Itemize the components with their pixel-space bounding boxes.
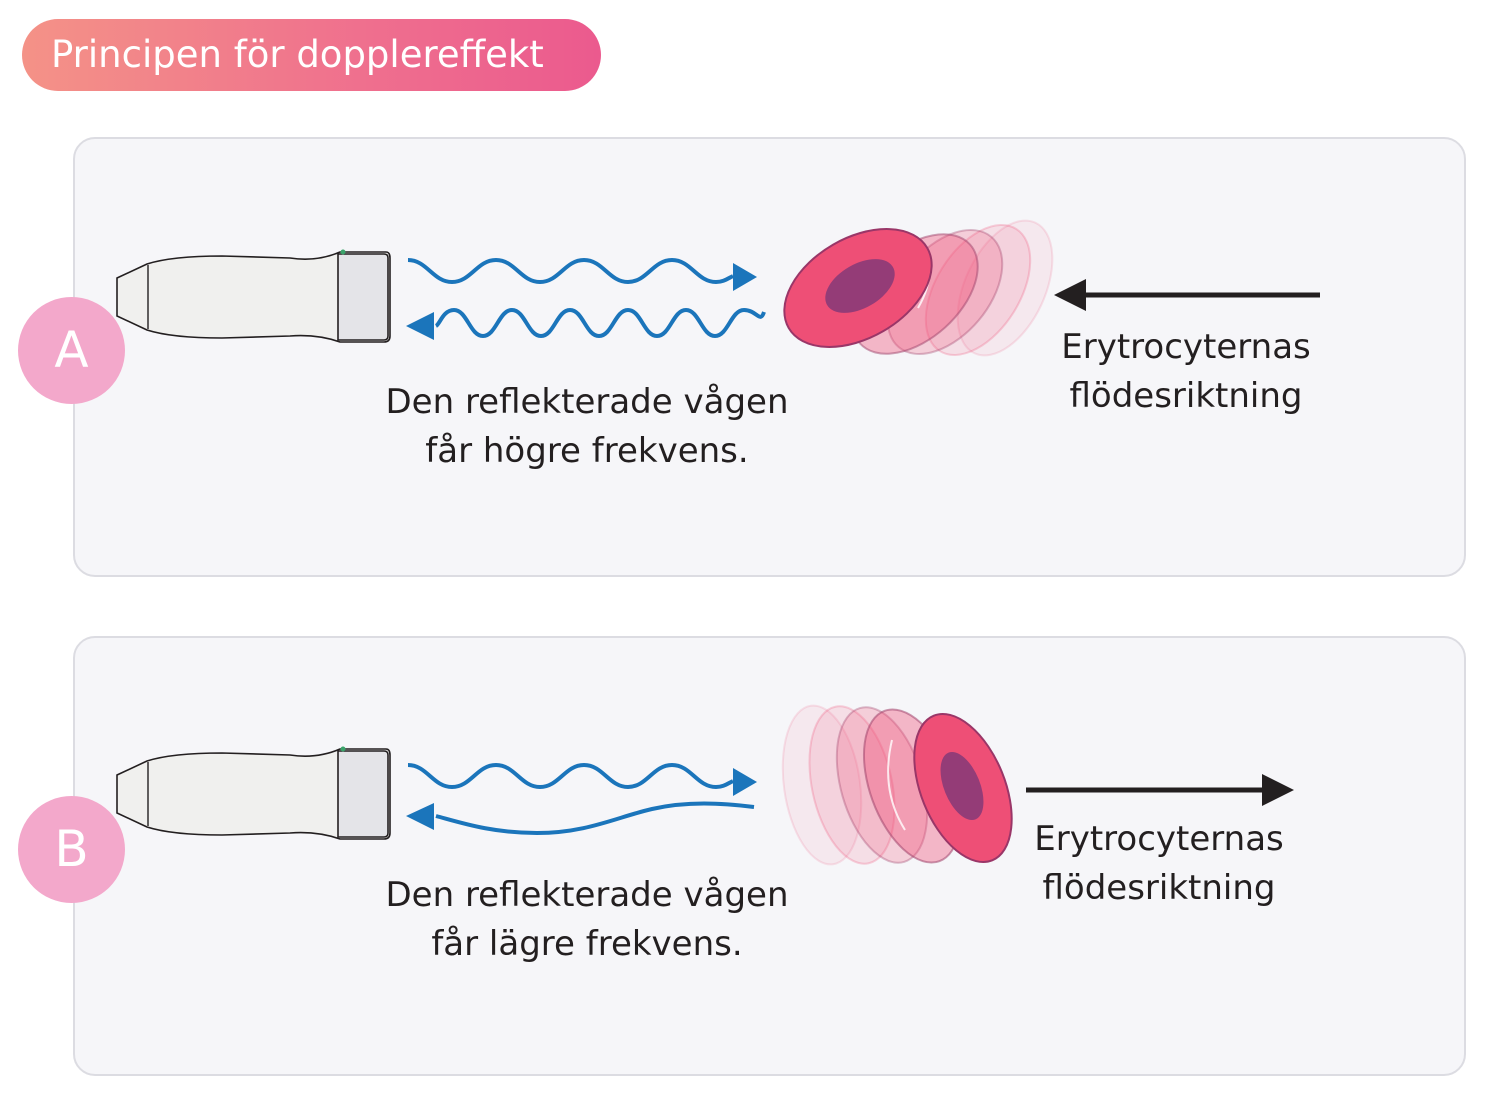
flow-label-b-line2: flödesriktning: [1042, 868, 1276, 908]
caption-b-line1: Den reflekterade vågen: [385, 875, 789, 915]
flow-label-b-line1: Erytrocyternas: [1034, 819, 1284, 859]
caption-a: Den reflekterade vågen får högre frekven…: [357, 378, 817, 476]
reflected-wave-b: [406, 801, 755, 836]
emitted-wave-a: [407, 257, 757, 291]
caption-b: Den reflekterade vågen får lägre frekven…: [357, 871, 817, 969]
flow-label-a-line1: Erytrocyternas: [1061, 327, 1311, 367]
red-blood-cells-b: [781, 704, 1013, 866]
panel-label-b: B: [18, 796, 125, 903]
panel-a: [73, 137, 1466, 577]
flow-label-a-line2: flödesriktning: [1069, 376, 1303, 416]
ultrasound-probe-b: [116, 746, 391, 840]
flow-arrow-right-b: [1026, 774, 1294, 806]
red-blood-cells-a: [783, 219, 1054, 357]
diagram-title: Principen för dopplereffekt: [22, 19, 601, 91]
ultrasound-probe-a: [116, 249, 391, 343]
caption-a-line2: får högre frekvens.: [425, 431, 749, 471]
flow-label-b: Erytrocyternas flödesriktning: [1009, 815, 1309, 913]
flow-arrow-left-a: [1054, 279, 1320, 311]
caption-a-line1: Den reflekterade vågen: [385, 382, 789, 422]
panel-label-a: A: [18, 297, 125, 404]
panel-b: [73, 636, 1466, 1076]
emitted-wave-b: [407, 762, 757, 796]
flow-label-a: Erytrocyternas flödesriktning: [1036, 323, 1336, 421]
caption-b-line2: får lägre frekvens.: [431, 924, 743, 964]
reflected-wave-a: [406, 307, 766, 340]
